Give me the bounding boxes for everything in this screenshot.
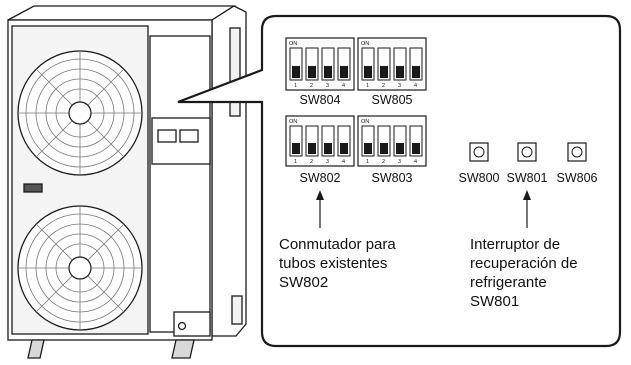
dip-position-label: 4 xyxy=(342,83,345,89)
dip-lever xyxy=(321,47,335,81)
dip-position-label: 2 xyxy=(382,159,385,165)
dip-switch-sw804: ON 1 2 3 4 SW804 xyxy=(285,37,355,107)
dip-lever xyxy=(377,125,391,157)
switch-label: SW806 xyxy=(557,171,598,185)
callout-right: Interruptor de recuperación de refrigera… xyxy=(470,236,578,310)
dip-lever xyxy=(289,47,303,81)
dip-lever xyxy=(361,125,375,157)
dip-position-label: 2 xyxy=(382,83,385,89)
dip-position-label: 4 xyxy=(414,83,417,89)
dip-position-label: 1 xyxy=(294,83,297,89)
dip-lever xyxy=(393,125,407,157)
switch-label: SW804 xyxy=(300,93,341,107)
dip-lever xyxy=(321,125,335,157)
side-vent-top xyxy=(229,27,241,117)
service-panel xyxy=(149,35,211,333)
arrow-to-sw801 xyxy=(523,190,531,228)
dip-switch-sw802: ON 1 2 3 4 SW802 xyxy=(285,115,355,185)
terminal-block-2 xyxy=(179,129,199,143)
push-button-sw800: SW800 xyxy=(459,142,500,185)
dip-position-label: 3 xyxy=(326,83,329,89)
dip-position-label: 2 xyxy=(310,83,313,89)
dip-position-label: 3 xyxy=(398,159,401,165)
dip-position-label: 1 xyxy=(294,159,297,165)
push-button-sw806: SW806 xyxy=(557,142,598,185)
unit-handle xyxy=(23,183,43,193)
dip-lever xyxy=(409,125,423,157)
switch-label: SW803 xyxy=(372,171,413,185)
dip-position-label: 1 xyxy=(366,159,369,165)
dip-lever xyxy=(393,47,407,81)
unit-foot-left xyxy=(27,339,45,359)
unit-foot-right xyxy=(171,339,195,359)
dip-position-label: 3 xyxy=(398,83,401,89)
callout-line: recuperación de xyxy=(470,255,578,272)
dip-position-label: 2 xyxy=(310,159,313,165)
callout-line: refrigerante xyxy=(470,274,547,291)
unit-top-panel xyxy=(7,5,237,21)
callout-line: Interruptor de xyxy=(470,236,560,253)
terminal-block-1 xyxy=(157,129,177,143)
callout-left: Conmutador para tubos existentes SW802 xyxy=(279,236,396,291)
dip-lever xyxy=(305,125,319,157)
callout-bubble xyxy=(177,14,622,348)
arrow-to-sw802 xyxy=(316,190,324,228)
switch-label: SW800 xyxy=(459,171,500,185)
switch-label: SW805 xyxy=(372,93,413,107)
callout-line: SW801 xyxy=(470,293,519,310)
dip-position-label: 4 xyxy=(342,159,345,165)
dip-on-label: ON xyxy=(361,41,369,47)
dip-lever xyxy=(361,47,375,81)
unit-side-panel xyxy=(211,5,247,337)
dip-switch-sw805: ON 1 2 3 4 SW805 xyxy=(357,37,427,107)
dip-position-label: 4 xyxy=(414,159,417,165)
dip-lever xyxy=(337,125,351,157)
dip-on-label: ON xyxy=(361,119,369,125)
callout-line: tubos existentes xyxy=(279,255,387,272)
dip-lever xyxy=(337,47,351,81)
dip-switch-sw803: ON 1 2 3 4 SW803 xyxy=(357,115,427,185)
switch-label: SW802 xyxy=(300,171,341,185)
dip-lever xyxy=(305,47,319,81)
callout-line: SW802 xyxy=(279,274,328,291)
callout-line: Conmutador para xyxy=(279,236,396,253)
switch-label: SW801 xyxy=(507,171,548,185)
fan-lower xyxy=(17,205,143,331)
side-vent-bottom xyxy=(231,295,243,325)
dip-on-label: ON xyxy=(289,41,297,47)
push-button-sw801: SW801 xyxy=(507,142,548,185)
dip-lever xyxy=(289,125,303,157)
dip-on-label: ON xyxy=(289,119,297,125)
fan-upper xyxy=(17,50,143,176)
dip-position-label: 1 xyxy=(366,83,369,89)
dip-position-label: 3 xyxy=(326,159,329,165)
panel-screw xyxy=(177,321,187,331)
dip-lever xyxy=(377,47,391,81)
dip-lever xyxy=(409,47,423,81)
